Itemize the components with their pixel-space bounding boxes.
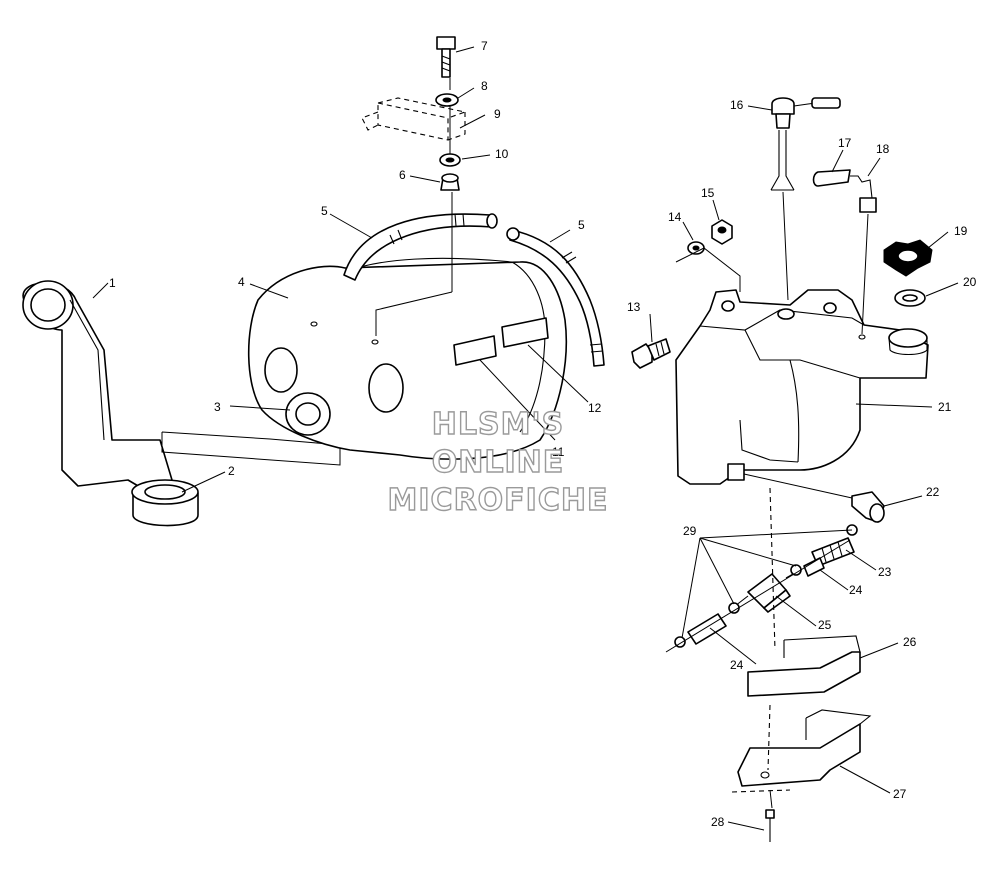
tank-stud-line [675, 247, 741, 292]
watermark-line-2: ONLINE [432, 445, 565, 480]
callout-29: 29 [683, 524, 697, 538]
decal-part [453, 317, 549, 366]
callout-7: 7 [481, 39, 488, 53]
watermark: HLSM'S ONLINE MICROFICHE [387, 406, 609, 518]
wire-terminal-part [812, 169, 877, 213]
hose-short-part [803, 557, 825, 577]
callout-18: 18 [876, 142, 890, 156]
mount-plate-part [731, 709, 872, 793]
callout-21: 21 [938, 400, 952, 414]
watermark-line-1: HLSM'S [432, 407, 564, 442]
center-axis [769, 487, 776, 651]
callout-20: 20 [963, 275, 977, 289]
callout-28: 28 [711, 815, 725, 829]
terminal-axis [861, 213, 869, 335]
oil-tank-part [675, 289, 929, 485]
bolt-part [436, 36, 456, 78]
callout-17: 17 [838, 136, 852, 150]
callout-5b: 5 [578, 218, 585, 232]
watermark-line-3: MICROFICHE [388, 483, 609, 518]
tank-bolt-part [631, 338, 671, 369]
callout-24a: 24 [849, 583, 863, 597]
sensor-axis [782, 191, 789, 301]
callout-6: 6 [399, 168, 406, 182]
plate-axis [769, 789, 773, 809]
seal-ring-part [894, 289, 926, 307]
callout-labels: 1 2 3 4 5 5 6 7 8 9 10 11 12 13 14 15 16… [109, 39, 977, 829]
fitting-part [851, 491, 885, 523]
coupling-part [131, 479, 199, 527]
callout-19: 19 [954, 224, 968, 238]
fitting-axis [743, 473, 853, 499]
plate-axis [767, 704, 771, 771]
grommet-part [285, 392, 331, 436]
callout-5a: 5 [321, 204, 328, 218]
tank-cap-part [883, 239, 933, 277]
callout-24b: 24 [730, 658, 744, 672]
left-leaders [92, 46, 589, 493]
strap-part [747, 635, 861, 697]
right-leaders [649, 105, 959, 831]
hose-left-part [343, 213, 498, 281]
callout-2: 2 [228, 464, 235, 478]
callout-23: 23 [878, 565, 892, 579]
hose-right-part [506, 227, 605, 367]
callout-27: 27 [893, 787, 907, 801]
intake-elbow-part [22, 280, 176, 491]
callout-3: 3 [214, 400, 221, 414]
stack-axis [375, 291, 453, 336]
mount-bracket-part [361, 97, 468, 141]
callout-9: 9 [494, 107, 501, 121]
callout-1: 1 [109, 276, 116, 290]
assembly-bracket-line [161, 431, 341, 466]
callout-25: 25 [818, 618, 832, 632]
washer-part [435, 93, 459, 107]
hose-axis [665, 539, 851, 653]
callout-10: 10 [495, 147, 509, 161]
tank-nut-part [711, 219, 733, 245]
callout-15: 15 [701, 186, 715, 200]
callout-8: 8 [481, 79, 488, 93]
callout-16: 16 [730, 98, 744, 112]
callout-11: 11 [552, 445, 565, 459]
callout-26: 26 [903, 635, 917, 649]
callout-4: 4 [238, 275, 245, 289]
callout-12: 12 [588, 401, 602, 415]
callout-13: 13 [627, 300, 641, 314]
screw-part [765, 809, 775, 842]
lock-washer-part [439, 153, 461, 167]
callout-22: 22 [926, 485, 940, 499]
callout-14: 14 [668, 210, 682, 224]
nut-part [440, 173, 460, 191]
oil-level-sensor-part [770, 97, 841, 191]
